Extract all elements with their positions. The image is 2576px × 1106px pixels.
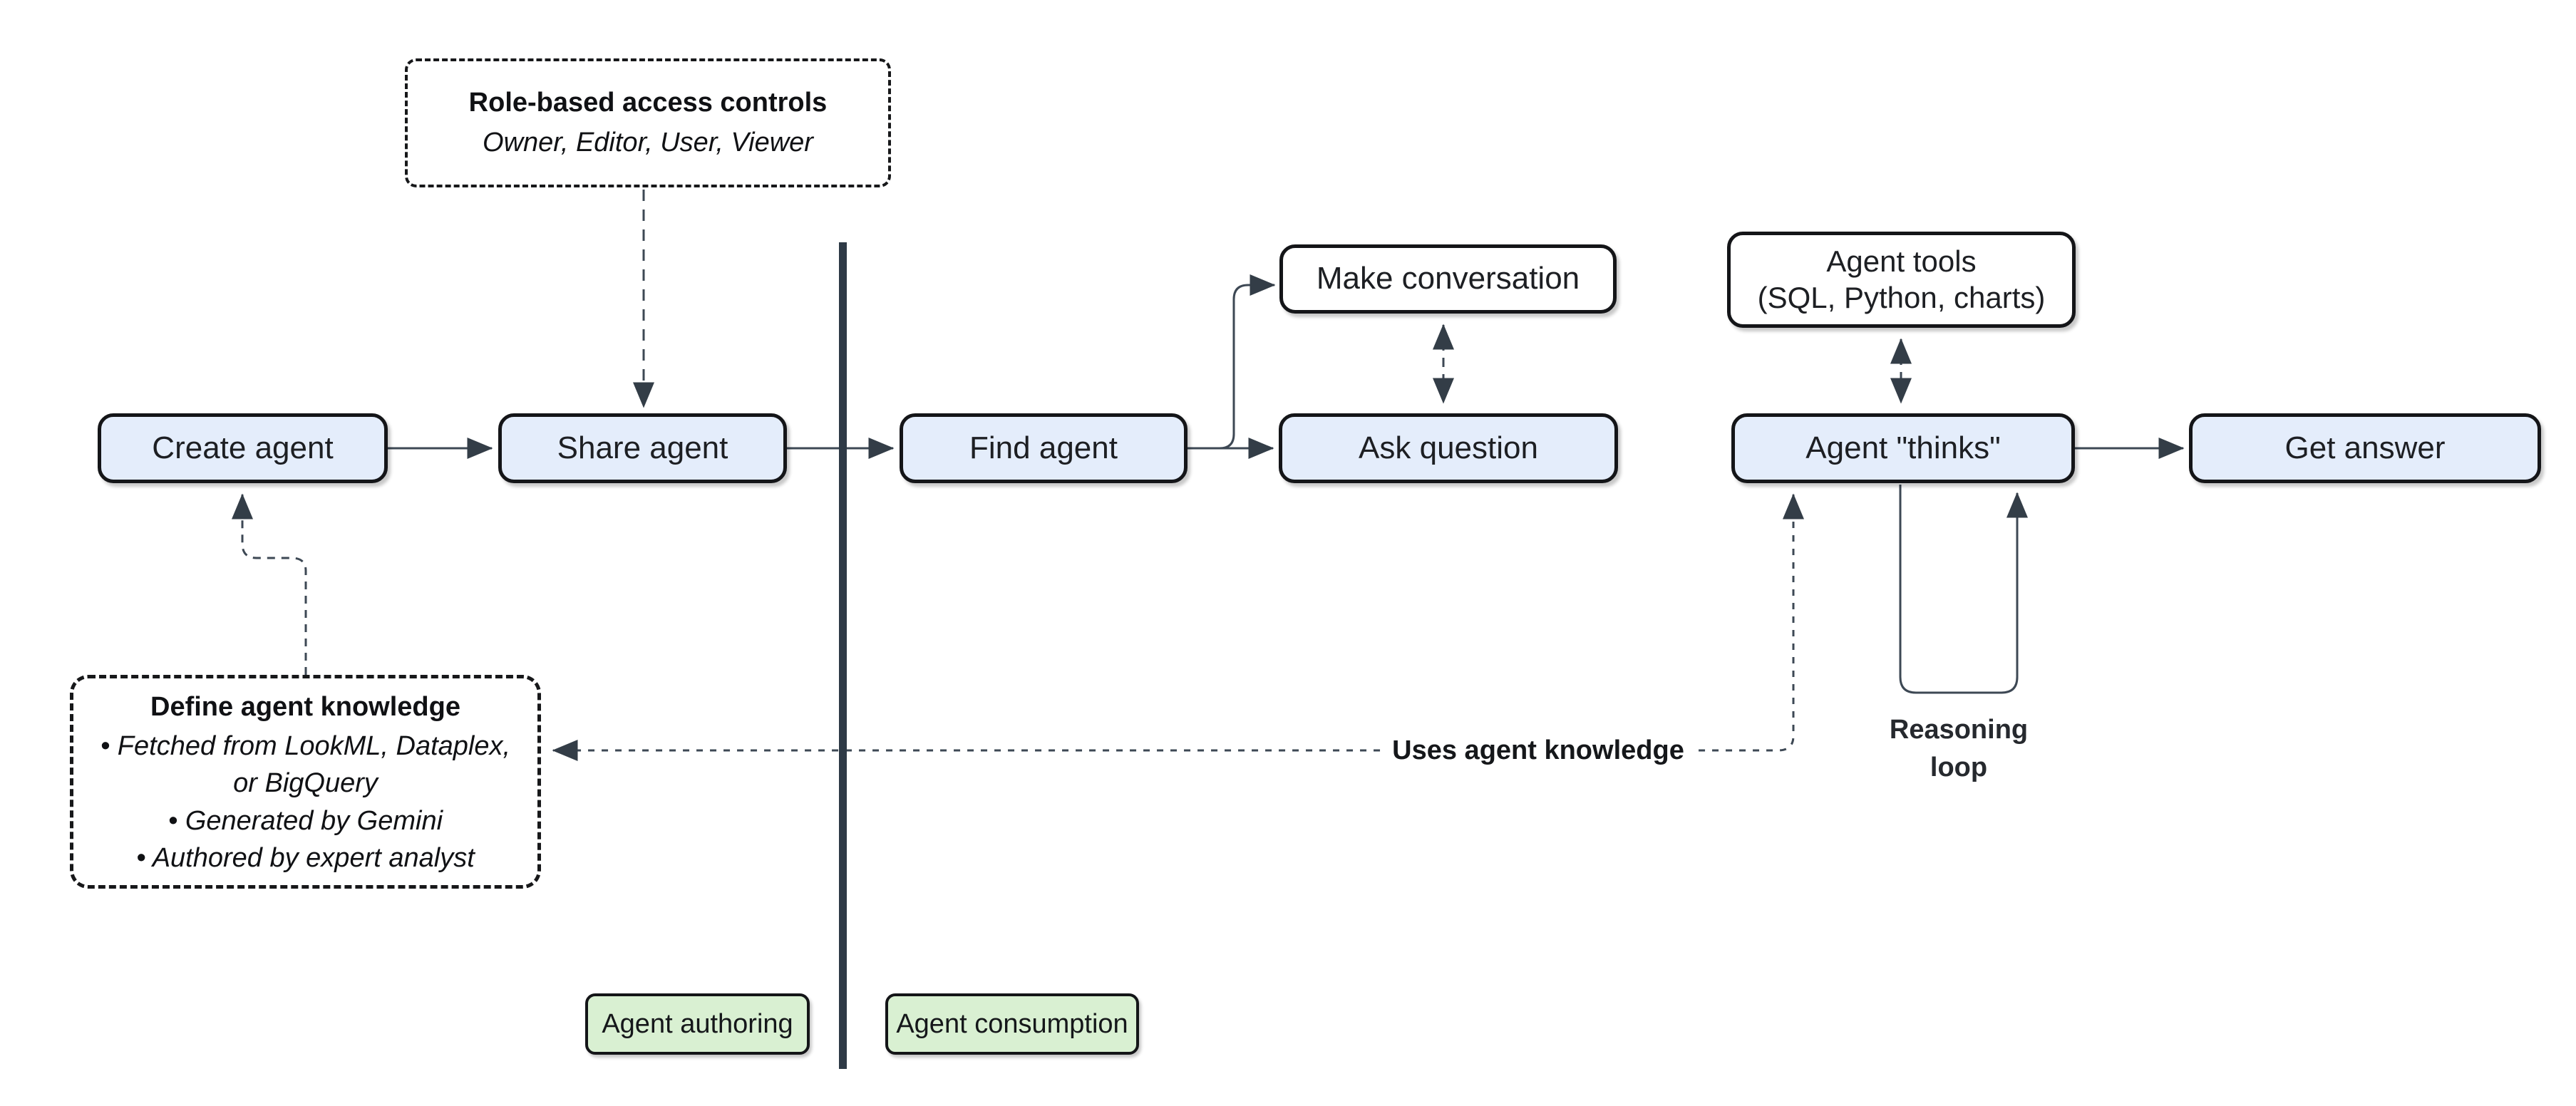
role-based-access-title: Role-based access controls	[468, 88, 828, 118]
edge-reasoning-loop	[1899, 485, 2028, 694]
node-find-agent: Find agent	[900, 413, 1187, 483]
authoring-consumption-divider	[839, 242, 847, 1069]
node-agent-thinks-label: Agent "thinks"	[1805, 430, 2001, 465]
node-agent-tools-line2: (SQL, Python, charts)	[1757, 280, 2046, 314]
reasoning-loop-line2: loop	[1930, 753, 1988, 783]
define-agent-knowledge-title: Define agent knowledge	[150, 691, 460, 722]
node-get-answer-label: Get answer	[2284, 430, 2446, 465]
zone-label-agent-consumption: Agent consumption	[885, 993, 1139, 1055]
node-find-agent-label: Find agent	[969, 430, 1118, 465]
zone-label-agent-authoring: Agent authoring	[585, 993, 810, 1055]
callout-define-agent-knowledge: Define agent knowledge • Fetched from Lo…	[70, 675, 541, 889]
edge-uses-agent-knowledge	[552, 493, 1804, 761]
node-get-answer: Get answer	[2189, 413, 2541, 483]
node-ask-question: Ask question	[1279, 413, 1618, 483]
define-knowledge-bullet-1: • Fetched from LookML, Dataplex, or BigQ…	[100, 730, 511, 799]
edge-knowledge-to-create	[232, 493, 307, 675]
reasoning-loop-line1: Reasoning	[1889, 715, 2029, 745]
zone-agent-authoring-text: Agent authoring	[602, 1008, 793, 1039]
role-based-access-subtitle: Owner, Editor, User, Viewer	[483, 128, 813, 158]
zone-agent-consumption-text: Agent consumption	[896, 1008, 1128, 1039]
node-share-agent: Share agent	[498, 413, 787, 483]
node-ask-question-label: Ask question	[1359, 430, 1538, 465]
node-create-agent-label: Create agent	[152, 430, 334, 465]
node-make-conversation: Make conversation	[1279, 244, 1617, 314]
define-knowledge-bullet-2: • Generated by Gemini	[168, 805, 443, 836]
node-create-agent: Create agent	[98, 413, 388, 483]
node-agent-thinks: Agent "thinks"	[1731, 413, 2075, 483]
node-agent-tools: Agent tools (SQL, Python, charts)	[1727, 232, 2076, 328]
edge-label-reasoning-loop: Reasoning loop	[1866, 711, 2051, 787]
node-share-agent-label: Share agent	[557, 430, 728, 465]
node-make-conversation-label: Make conversation	[1316, 261, 1580, 296]
edge-label-uses-agent-knowledge: Uses agent knowledge	[1384, 731, 1692, 770]
define-knowledge-bullet-3: • Authored by expert analyst	[136, 842, 475, 873]
callout-role-based-access: Role-based access controls Owner, Editor…	[405, 58, 891, 187]
edge-find-to-make-conversation	[1187, 274, 1276, 450]
node-agent-tools-line1: Agent tools	[1826, 244, 1977, 279]
